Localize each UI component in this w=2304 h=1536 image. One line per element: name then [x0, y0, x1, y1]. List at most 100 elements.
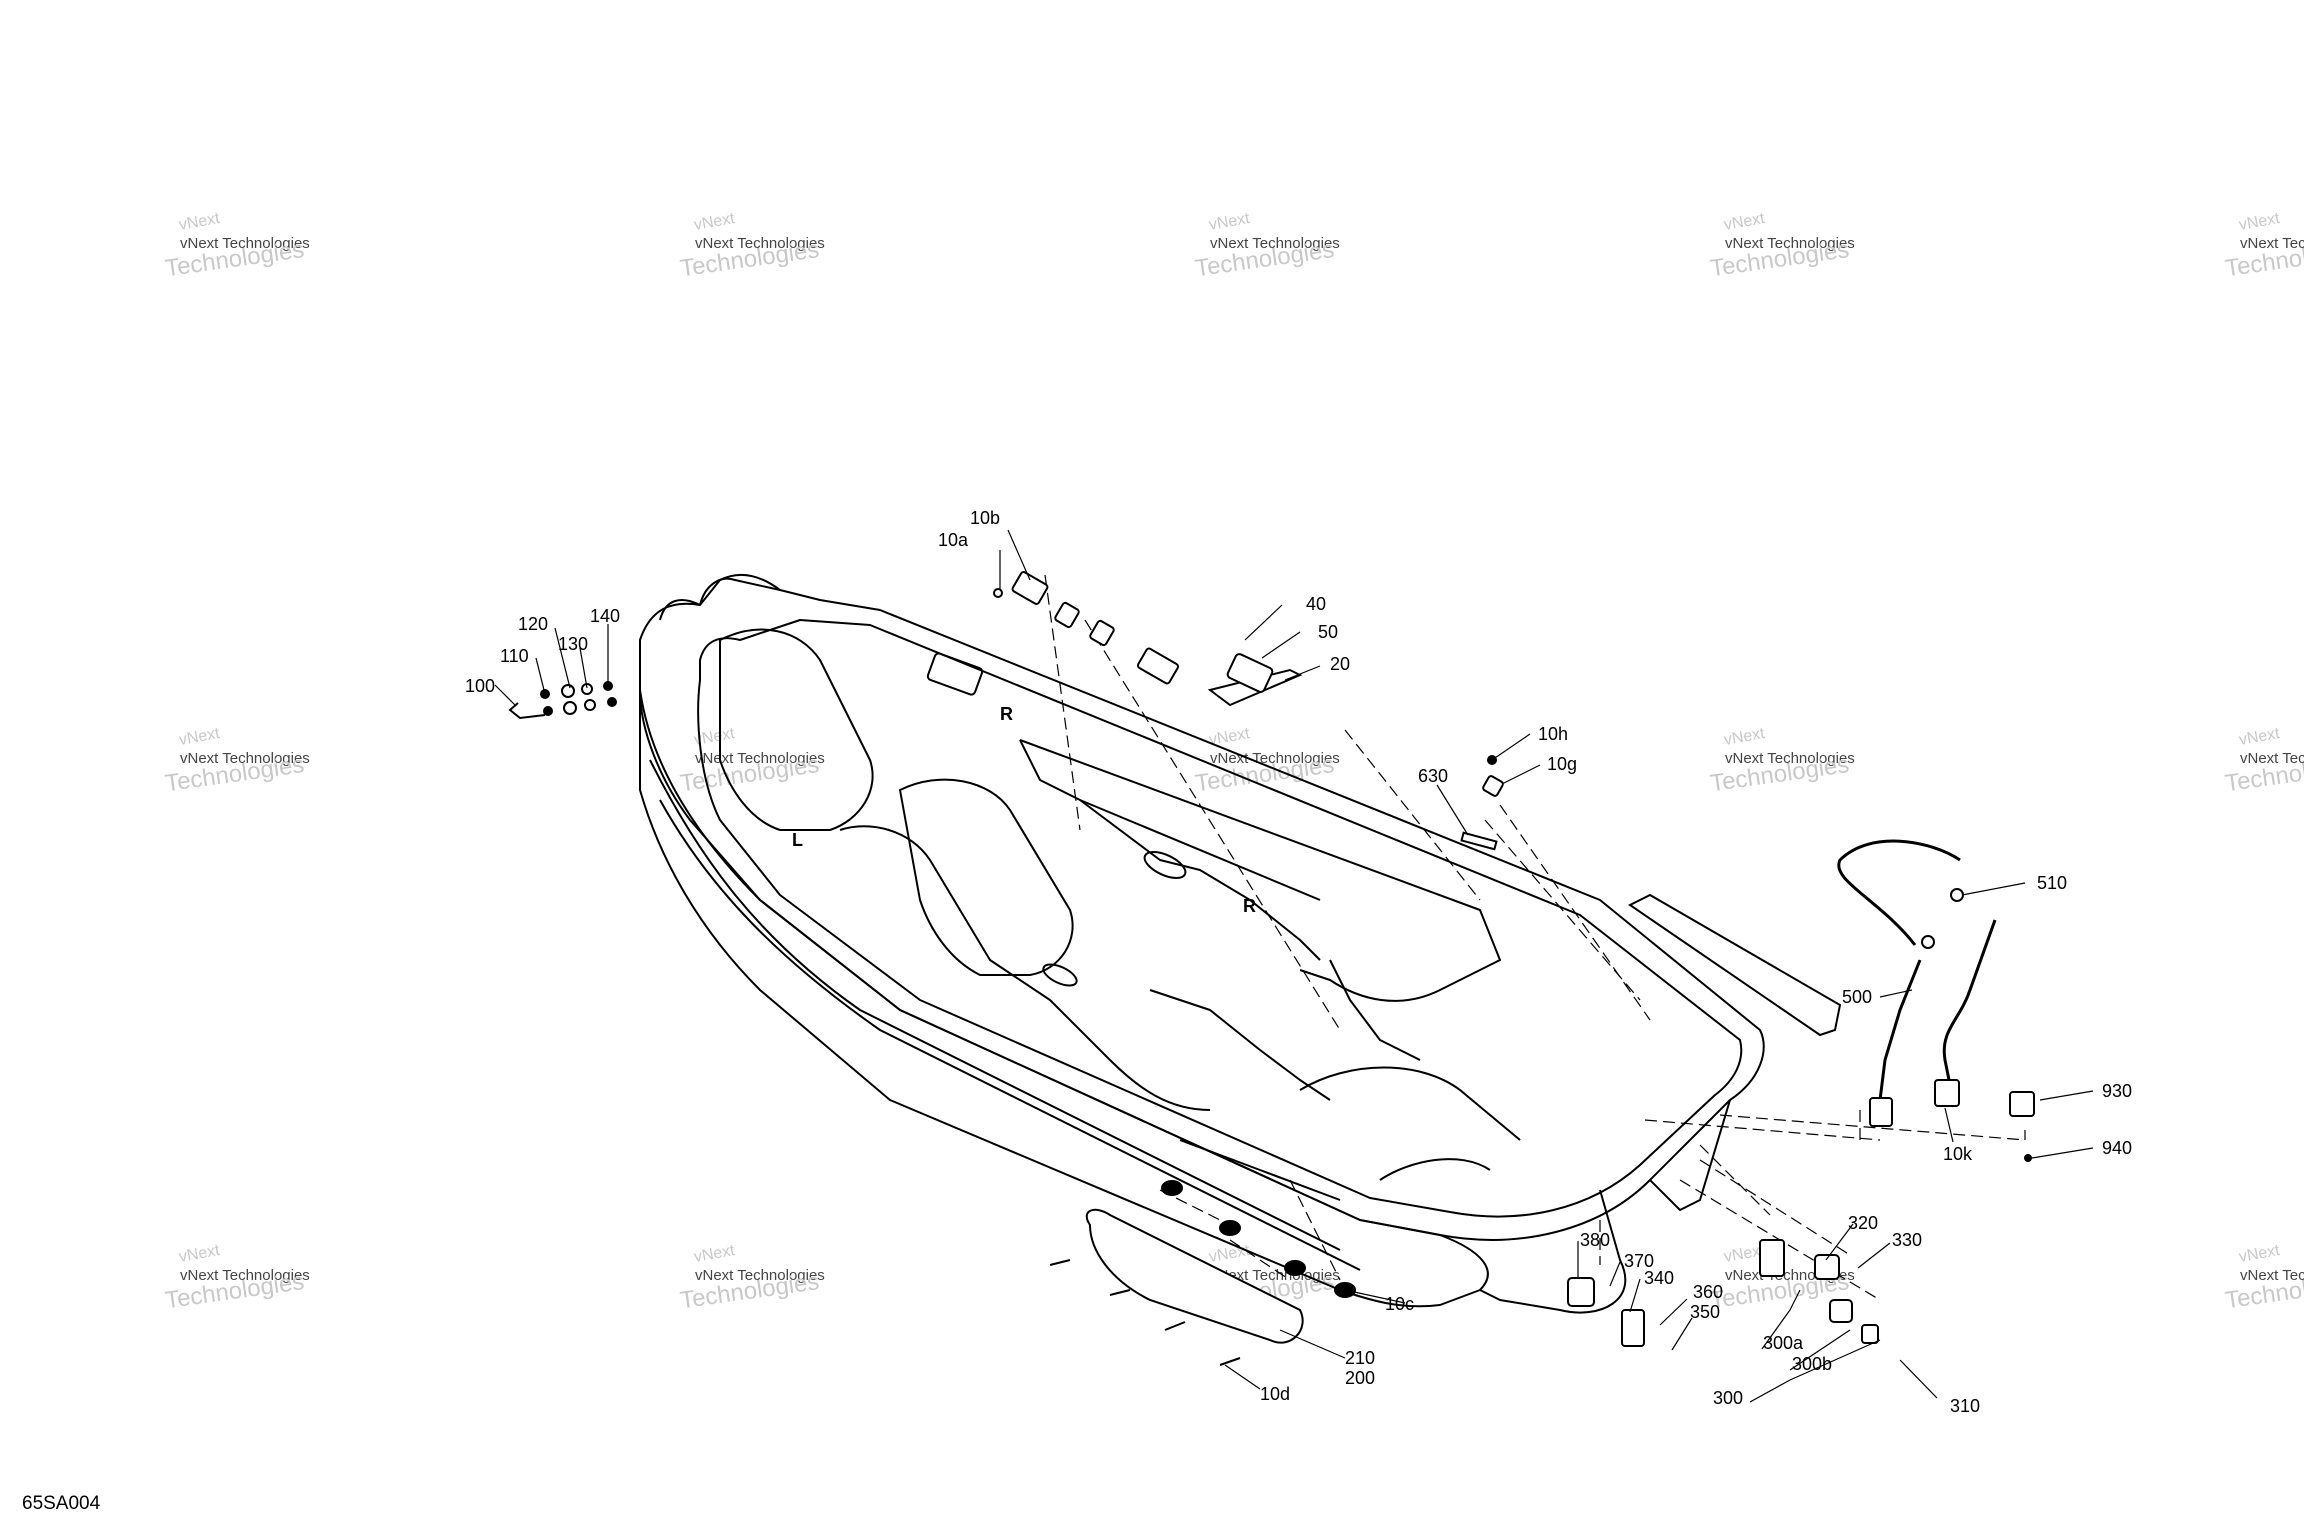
watermark: vNext vNext Technologies Technologies — [2223, 725, 2304, 797]
callout-label: 380 — [1580, 1230, 1610, 1250]
nozzle-part — [1861, 1324, 1879, 1344]
watermark: vNext vNext Technologies Technologies — [163, 210, 309, 282]
strip — [1460, 831, 1498, 851]
seat-area — [839, 825, 1211, 1111]
grommet — [1161, 1180, 1183, 1196]
watermark: vNext vNext Technologies Technologies — [1193, 210, 1339, 282]
washer — [543, 706, 553, 716]
washer — [561, 684, 575, 698]
callout-label: 370 — [1624, 1251, 1654, 1271]
footwell-divider — [1019, 739, 1501, 1002]
nozzle-part — [1759, 1239, 1785, 1277]
hose — [1942, 919, 1997, 1086]
interior-line — [1149, 989, 1331, 1101]
callout-label: 360 — [1693, 1282, 1723, 1302]
callout-label: 500 — [1842, 987, 1872, 1007]
watermark: vNext vNext Technologies Technologies — [163, 725, 309, 797]
callout-label: 630 — [1418, 766, 1448, 786]
svg-text:vNext: vNext — [2238, 725, 2282, 749]
sensor — [2009, 1091, 2035, 1117]
watermark: vNext vNext Technologies Technologies — [2223, 210, 2304, 282]
nozzle-part — [1829, 1299, 1853, 1323]
watermark: vNext vNext Technologies Technologies — [1708, 210, 1854, 282]
callout-label: 930 — [2102, 1081, 2132, 1101]
svg-text:vNext: vNext — [1723, 210, 1767, 234]
side-rail — [1628, 893, 1842, 1037]
svg-text:vNext Technologies: vNext Technologies — [2240, 235, 2304, 252]
callout-label: 310 — [1950, 1396, 1980, 1416]
clip — [1482, 775, 1504, 797]
washer — [581, 683, 593, 695]
svg-text:vNext: vNext — [1208, 210, 1252, 234]
grommet — [1284, 1260, 1306, 1276]
svg-text:vNext: vNext — [1723, 1242, 1767, 1266]
nozzle-part — [1567, 1277, 1595, 1307]
callout-label: 40 — [1306, 594, 1326, 614]
hose — [1837, 839, 1961, 946]
svg-text:vNext Technologies: vNext Technologies — [1210, 1267, 1340, 1284]
svg-text:vNext Technologies: vNext Technologies — [1210, 235, 1340, 252]
grommet — [1219, 1220, 1241, 1236]
footwell-divider — [1019, 739, 1321, 901]
interior-line — [1179, 1139, 1341, 1201]
bow-handle — [659, 599, 701, 621]
hull-stern — [1479, 1189, 1627, 1314]
callout-label: 340 — [1644, 1268, 1674, 1288]
pump-valve — [1869, 1097, 1893, 1127]
svg-text:vNext Technologies: vNext Technologies — [695, 1267, 825, 1284]
callout-label: 50 — [1318, 622, 1338, 642]
hull-letter: L — [792, 830, 803, 850]
footrest-plate — [1085, 1208, 1304, 1344]
pump-valve — [1934, 1079, 1960, 1107]
hull-letters: R L R — [792, 704, 1256, 916]
callout-label: 120 — [518, 614, 548, 634]
svg-text:vNext: vNext — [2238, 210, 2282, 234]
interior-line — [1329, 959, 1421, 1061]
svg-text:vNext Technologies: vNext Technologies — [180, 235, 310, 252]
vent-grille — [1137, 647, 1179, 685]
hull-strake — [649, 759, 1341, 1251]
watermark: vNext vNext Technologies Technologies — [678, 725, 824, 797]
callout-label: 20 — [1330, 654, 1350, 674]
seat-area — [719, 628, 874, 831]
screw — [1219, 1357, 1241, 1366]
callout-label: 10d — [1260, 1384, 1290, 1404]
callout-labels: 10b 10a 40 50 20 140 120 130 110 100 10h… — [465, 508, 2132, 1416]
svg-text:vNext: vNext — [178, 210, 222, 234]
bracket-block — [1226, 653, 1274, 693]
callout-label: 100 — [465, 676, 495, 696]
vent-grille — [1054, 601, 1080, 629]
watermark: vNext vNext Technologies Technologies — [678, 1242, 824, 1314]
callout-label: 510 — [2037, 873, 2067, 893]
interior-line — [1299, 1066, 1521, 1141]
hull-letter: R — [1000, 704, 1013, 724]
fastener — [993, 588, 1003, 598]
svg-text:vNext Technologies: vNext Technologies — [695, 750, 825, 767]
washer — [563, 701, 577, 715]
svg-text:vNext: vNext — [2238, 1242, 2282, 1266]
hull-inner-rim — [697, 619, 1743, 1218]
svg-text:vNext: vNext — [693, 210, 737, 234]
diagram-code: 65SA004 — [22, 1493, 101, 1514]
deck-cap — [1042, 963, 1078, 987]
screw — [1164, 1321, 1186, 1331]
callout-label: 300a — [1763, 1333, 1804, 1353]
hull-letter: R — [1243, 896, 1256, 916]
callout-label: 330 — [1892, 1230, 1922, 1250]
deck-cap — [1143, 851, 1187, 879]
interior-line — [1079, 799, 1321, 961]
callout-label: 940 — [2102, 1138, 2132, 1158]
callout-label: 320 — [1848, 1213, 1878, 1233]
hose — [1878, 959, 1922, 1101]
callout-label: 10b — [970, 508, 1000, 528]
assembly-lines — [1044, 574, 2026, 1301]
callout-label: 10a — [938, 530, 969, 550]
watermark: vNext vNext Technologies Technologies — [678, 210, 824, 282]
callout-label: 300b — [1792, 1354, 1832, 1374]
watermark: vNext vNext Technologies Technologies — [2223, 1242, 2304, 1314]
hull-strake — [659, 799, 1361, 1271]
screw — [1049, 1259, 1071, 1266]
svg-text:vNext Technologies: vNext Technologies — [1210, 750, 1340, 767]
interior-line — [1379, 1158, 1491, 1181]
screw — [1109, 1289, 1131, 1296]
